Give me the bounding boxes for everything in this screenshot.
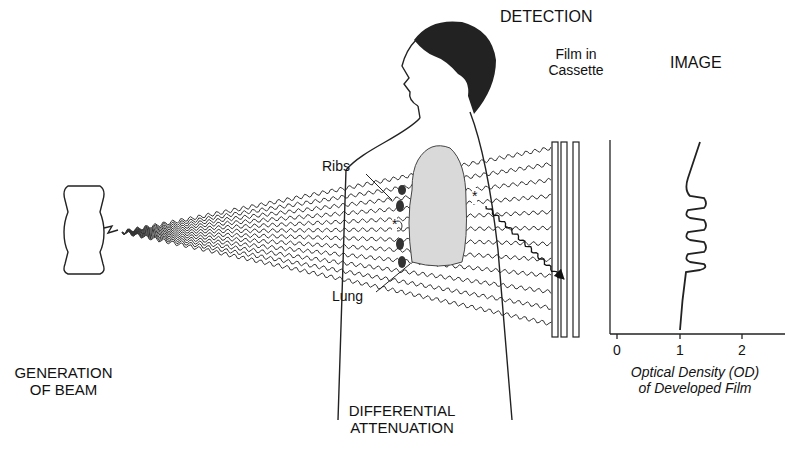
- marker-symbol: *: [472, 188, 477, 204]
- part-label: DIFFERENTIAL ATTENUATION: [332, 402, 472, 437]
- part-label: GENERATION OF BEAM: [6, 364, 121, 399]
- xray-ray: [122, 226, 551, 234]
- leader-lines: [366, 174, 410, 292]
- xray-ray: [122, 232, 551, 325]
- xray-ray: [122, 231, 551, 309]
- axis-tick-label: 1: [670, 342, 690, 358]
- marker-symbol: *: [392, 216, 397, 232]
- xray-ray: [122, 210, 551, 234]
- od-plot: [610, 140, 785, 339]
- lung: [409, 146, 467, 266]
- part-label: Film in Cassette: [540, 46, 612, 78]
- film-cassette: [552, 142, 579, 337]
- part-label: Lung: [332, 288, 363, 304]
- xray-ray: [122, 231, 551, 262]
- axis-tick-label: 2: [732, 342, 752, 358]
- xray-ray: [122, 231, 551, 293]
- part-label: Ribs: [322, 158, 350, 174]
- xray-ray: [122, 178, 551, 233]
- part-label: IMAGE: [670, 54, 722, 72]
- part-label: DETECTION: [500, 8, 592, 26]
- xray-ray: [122, 194, 551, 234]
- xray-tube: [64, 186, 118, 274]
- axis-tick-label: 0: [607, 342, 627, 358]
- hair: [414, 21, 496, 114]
- part-label: Optical Density (OD) of Developed Film: [625, 364, 765, 396]
- scattered-ray: [486, 206, 564, 279]
- xray-ray: [122, 231, 551, 277]
- xray-ray: [122, 147, 551, 233]
